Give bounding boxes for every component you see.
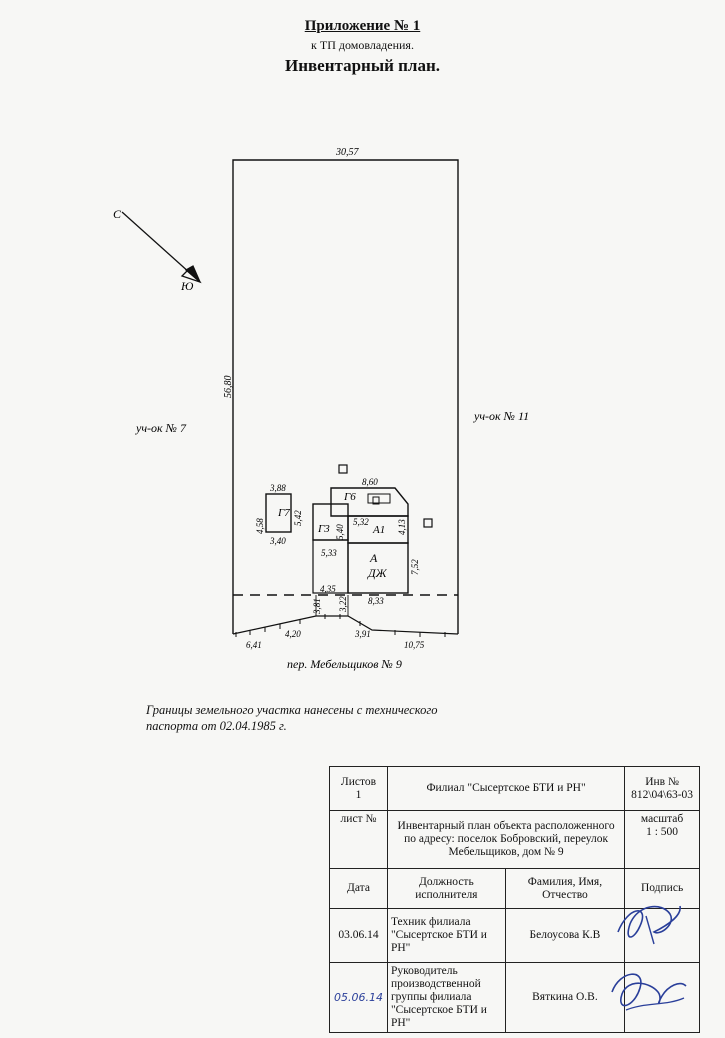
plot-front-boundary bbox=[232, 615, 459, 635]
col-position: Должность исполнителя bbox=[386, 868, 506, 909]
sheet-no-cell: лист № bbox=[329, 810, 388, 869]
neighbor-right: уч-ок № 11 bbox=[473, 409, 529, 423]
dim-a-right: 7,52 bbox=[410, 559, 420, 575]
dim-g7-top: 3,88 bbox=[269, 483, 286, 493]
north-arrow bbox=[121, 211, 202, 284]
row2-signature bbox=[624, 962, 700, 1033]
small-structure-1 bbox=[338, 464, 348, 474]
row2-name: Вяткина О.В. bbox=[504, 962, 626, 1033]
row1-signature bbox=[624, 908, 700, 963]
dim-left-mid: 4,35 bbox=[320, 584, 336, 594]
row2-position: Руководитель производственной группы фил… bbox=[386, 962, 506, 1033]
signature-2-image bbox=[611, 973, 687, 1011]
signature-1-image bbox=[617, 905, 681, 945]
boundary-note: Границы земельного участка нанесены с те… bbox=[146, 703, 438, 733]
dim-top-width: 30,57 bbox=[335, 147, 360, 158]
label-a1: А1 bbox=[372, 524, 385, 536]
dim-a1-top: 5,32 bbox=[353, 517, 369, 527]
street-label: пер. Мебельщиков № 9 bbox=[287, 657, 402, 671]
dim-b3: 3,91 bbox=[354, 629, 371, 639]
org-cell: Филиал "Сысертское БТИ и РН" bbox=[386, 766, 626, 811]
dim-g3-right: 5,40 bbox=[335, 524, 345, 540]
boundary-ticks bbox=[235, 614, 446, 637]
building-g3-extension bbox=[312, 539, 349, 594]
label-dzh: ДЖ bbox=[367, 566, 388, 580]
dim-b4: 10,75 bbox=[404, 640, 425, 650]
document-title: Инвентарный план. bbox=[284, 56, 441, 75]
dim-g7-bottom: 3,40 bbox=[269, 536, 286, 546]
col-date: Дата bbox=[329, 868, 388, 909]
dim-v2: 3,22 bbox=[338, 596, 348, 613]
label-a: А bbox=[369, 551, 378, 565]
dim-v1: 3,81 bbox=[312, 598, 322, 615]
dim-a1-right: 4,13 bbox=[397, 519, 407, 535]
north-label: С bbox=[113, 207, 122, 221]
dim-g7-left: 4,58 bbox=[255, 518, 265, 534]
dim-b2: 4,20 bbox=[285, 629, 301, 639]
row2-date: 05.06.14 bbox=[329, 962, 388, 1033]
col-signature: Подпись bbox=[624, 868, 700, 909]
dim-g7-right: 5,42 bbox=[293, 510, 303, 526]
neighbor-left: уч-ок № 7 bbox=[135, 421, 187, 435]
row1-date: 03.06.14 bbox=[329, 908, 388, 963]
appendix-subtitle: к ТП домовладения. bbox=[311, 38, 414, 52]
small-structure-2 bbox=[423, 518, 433, 528]
south-label: Ю bbox=[180, 279, 194, 293]
dim-house-top: 8,60 bbox=[362, 477, 378, 487]
building-g6 bbox=[330, 487, 409, 517]
dim-b1: 6,41 bbox=[246, 640, 262, 650]
description-cell: Инвентарный план объекта расположенного … bbox=[386, 810, 626, 869]
dim-left-height: 56,80 bbox=[223, 376, 234, 399]
label-g7: Г7 bbox=[277, 507, 290, 519]
dim-a-bottom: 8,33 bbox=[368, 596, 384, 606]
label-g6: Г6 bbox=[343, 491, 356, 503]
col-name: Фамилия, Имя, Отчество bbox=[504, 868, 626, 909]
row1-position: Техник филиала "Сысертское БТИ и РН" bbox=[386, 908, 506, 963]
appendix-title: Приложение № 1 bbox=[304, 18, 421, 34]
building-g7 bbox=[265, 493, 292, 533]
row1-name: Белоусова К.В bbox=[504, 908, 626, 963]
dim-g3-bottom: 5,33 bbox=[321, 548, 337, 558]
plot-boundary bbox=[232, 159, 459, 634]
inventory-plan-drawing: С Ю 30,57 56,80 3,88 5,42 4,58 3,40 8,60… bbox=[113, 147, 529, 671]
label-g3: Г3 bbox=[317, 523, 330, 535]
